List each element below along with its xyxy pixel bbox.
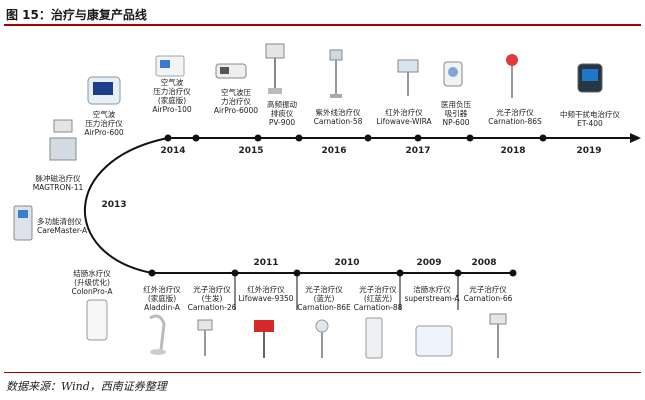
product-label: 光子治疗仪(红蓝光)Carnation-88	[353, 285, 403, 312]
device-lifowave-wira-icon	[397, 59, 419, 96]
year-label: 2013	[101, 200, 127, 210]
device-et-400-icon	[577, 63, 603, 93]
device-carnation-88-icon	[365, 317, 383, 359]
timeline-arrowhead	[630, 133, 641, 143]
device-carnation-58-icon	[329, 49, 343, 98]
device-airpro-600-icon	[87, 76, 121, 105]
product-label: 结肠水疗仪(升级优化)ColonPro-A	[71, 269, 113, 296]
device-airpro-6000-icon	[215, 63, 247, 79]
year-label: 2009	[416, 258, 442, 268]
timeline-dot	[509, 269, 517, 277]
timeline-dot	[539, 134, 547, 142]
device-carnation-26-icon	[197, 319, 213, 356]
timeline-dot	[466, 134, 474, 142]
product-label: 光子治疗仪(生发)Carnation-26	[187, 285, 237, 312]
timeline-curve	[84, 137, 169, 274]
year-label: 2017	[405, 146, 431, 156]
year-label: 2010	[334, 258, 360, 268]
year-label: 2011	[253, 258, 279, 268]
device-carnation-66-icon	[489, 313, 507, 358]
year-label: 2015	[238, 146, 264, 156]
device-pv-900-icon	[265, 43, 285, 94]
timeline-dot	[364, 134, 372, 142]
year-label: 2018	[500, 146, 526, 156]
timeline-dot	[295, 134, 303, 142]
device-colonpro-a-icon	[86, 299, 108, 341]
device-airpro-100-icon	[155, 55, 185, 77]
timeline-dot	[164, 134, 172, 142]
timeline-dot	[254, 134, 262, 142]
source-note: 数据来源：Wind，西南证券整理	[6, 380, 167, 393]
device-caremaster-a-icon	[13, 205, 33, 241]
timeline-dot	[148, 269, 156, 277]
figure-title: 图 15：治疗与康复产品线	[6, 8, 147, 22]
device-carnation-86e-icon	[315, 319, 329, 358]
year-label: 2014	[160, 146, 186, 156]
product-label: 红外治疗仪(家庭版)Aladdin-A	[143, 285, 181, 312]
device-carnation-86s-icon	[506, 54, 518, 98]
device-magtron-11-icon	[49, 119, 77, 161]
device-np-600-icon	[443, 61, 463, 87]
bottom-rule	[4, 372, 641, 373]
year-label: 2008	[471, 258, 497, 268]
timeline-dot	[414, 134, 422, 142]
device-aladdin-a-icon	[149, 314, 166, 355]
product-label: 光子治疗仪(蓝光)Carnation-86E	[297, 285, 351, 312]
device-superstream-a-icon	[415, 325, 453, 357]
device-lifowave-9350-icon	[254, 320, 274, 358]
year-label: 2019	[576, 146, 602, 156]
title-rule	[4, 24, 641, 26]
product-label: 空气波压力治疗仪(家庭版)AirPro-100	[152, 78, 192, 114]
year-label: 2016	[321, 146, 347, 156]
timeline-dot	[192, 134, 200, 142]
